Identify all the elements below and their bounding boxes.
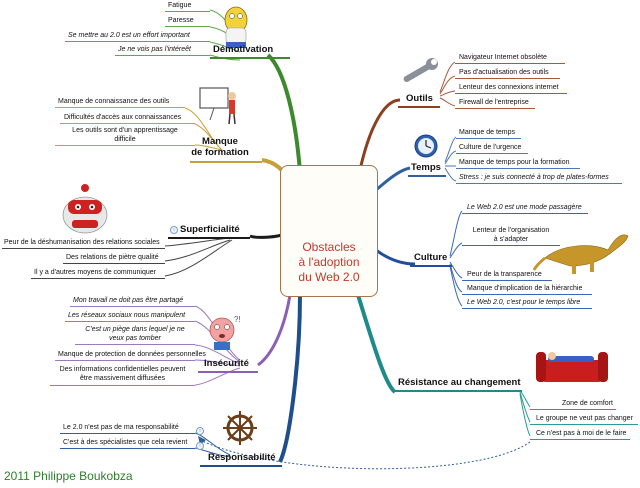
leaf-outils-2: Pas d'actualisation des outils <box>459 69 549 76</box>
leaf-culture-2: Lenteur de l'organisation à s'adapter <box>472 227 550 243</box>
note-indicator[interactable]: ○ <box>196 442 204 450</box>
leaf-insecurite-1: Mon travail ne doit pas être partagé <box>73 297 184 304</box>
leaf-insecurite-4: Manque de protection de données personne… <box>58 351 206 358</box>
central-topic[interactable]: Obstacles à l'adoption du Web 2.0 <box>280 165 378 297</box>
leaf-formation-3: Les outils sont d'un apprentissage diffi… <box>72 127 178 143</box>
cartoon-character-icon <box>224 6 248 48</box>
leaf-resistance-2: Le groupe ne veut pas changer <box>536 415 633 422</box>
branch-demotivation[interactable]: Démotivation <box>213 44 274 55</box>
svg-text:?!: ?! <box>234 315 241 324</box>
branch-line-demotivation <box>266 53 302 173</box>
leaf-insecurite-5: Des informations confidentielles peuvent… <box>59 366 186 382</box>
leaf-outils-1: Navigateur Internet obsolète <box>459 54 547 61</box>
leaf-outils-4: Firewall de l'entreprise <box>459 99 529 106</box>
leaf-insecurite-3: C'est un piège dans lequel je ne veux pa… <box>85 326 185 342</box>
leaf-superficialite-2: Des relations de piètre qualité <box>66 254 159 261</box>
leaf-demotivation-1: Fatigue <box>168 2 192 9</box>
dinosaur-icon <box>532 234 629 274</box>
leaf-superficialite-3: Il y a d'autres moyens de communiquer <box>34 269 156 276</box>
leaf-culture-1: Le Web 2.0 est une mode passagère <box>467 204 582 211</box>
leaf-formation-2: Difficultés d'accès aux connaissances <box>64 114 182 121</box>
branch-line-resistance <box>356 294 397 394</box>
leaf-responsabilite-1: Le 2.0 n'est pas de ma responsabilité <box>63 424 179 431</box>
leaf-temps-3: Manque de temps pour la formation <box>459 159 570 166</box>
central-topic-title: Obstacles à l'adoption du Web 2.0 <box>298 240 360 284</box>
branch-line-outils <box>358 98 401 171</box>
branch-insecurite[interactable]: Insécurité <box>204 358 249 369</box>
leaf-superficialite-1: Peur de la déshumanisation des relations… <box>4 239 160 246</box>
branch-line-insecurite <box>257 294 292 367</box>
branch-superficialite[interactable]: Superficialité <box>180 224 240 235</box>
leaf-formation-1: Manque de connaissance des outils <box>58 98 170 105</box>
leaf-culture-4: Manque d'implication de la hiérarchie <box>467 285 583 292</box>
leaf-culture-5: Le Web 2.0, c'est pour le temps libre <box>467 299 581 306</box>
branch-line-responsabilite <box>278 294 302 463</box>
branch-formation[interactable]: Manque de formation <box>191 136 249 158</box>
note-indicator[interactable]: ○ <box>196 427 204 435</box>
clock-icon <box>414 134 438 158</box>
leaf-temps-2: Culture de l'urgence <box>459 144 522 151</box>
leaf-demotivation-2: Paresse <box>168 17 194 24</box>
leaf-temps-4: Stress : je suis connecté à trop de plat… <box>459 174 609 181</box>
branch-temps[interactable]: Temps <box>411 162 441 173</box>
note-indicator[interactable]: ○ <box>170 226 178 234</box>
branch-line-superficialite <box>249 233 283 239</box>
ship-wheel-icon <box>223 411 257 445</box>
wrench-icon <box>403 58 438 82</box>
leaf-resistance-1: Zone de comfort <box>562 400 613 407</box>
worried-face-icon: ?! <box>209 315 241 350</box>
branch-outils[interactable]: Outils <box>406 93 433 104</box>
leaf-demotivation-3: Se mettre au 2.0 est un effort important <box>68 32 190 39</box>
branch-resistance[interactable]: Résistance au changement <box>398 377 521 388</box>
leaf-outils-3: Lenteur des connexions internet <box>459 84 559 91</box>
sofa-sleeping-icon <box>536 352 608 382</box>
robot-icon <box>62 184 108 234</box>
branch-culture[interactable]: Culture <box>414 252 448 263</box>
branch-responsabilite[interactable]: Responsabilité <box>208 452 276 463</box>
relationship-arrow <box>199 439 531 470</box>
presenter-board-icon <box>199 87 236 125</box>
branch-line-culture <box>375 248 416 266</box>
leaf-resistance-3: Ce n'est pas à moi de le faire <box>536 430 627 437</box>
leaf-insecurite-2: Les réseaux sociaux nous manipulent <box>68 312 186 319</box>
leaf-temps-1: Manque de temps <box>459 129 516 136</box>
author-credit: 2011 Philippe Boukobza <box>4 469 133 483</box>
leaf-demotivation-4: Je ne vois pas l'intéreêt <box>118 46 191 53</box>
leaf-culture-3: Peur de la transparence <box>467 271 542 278</box>
leaf-responsabilite-2: C'est à des spécialistes que cela revien… <box>63 439 188 446</box>
branch-line-temps <box>375 166 411 192</box>
